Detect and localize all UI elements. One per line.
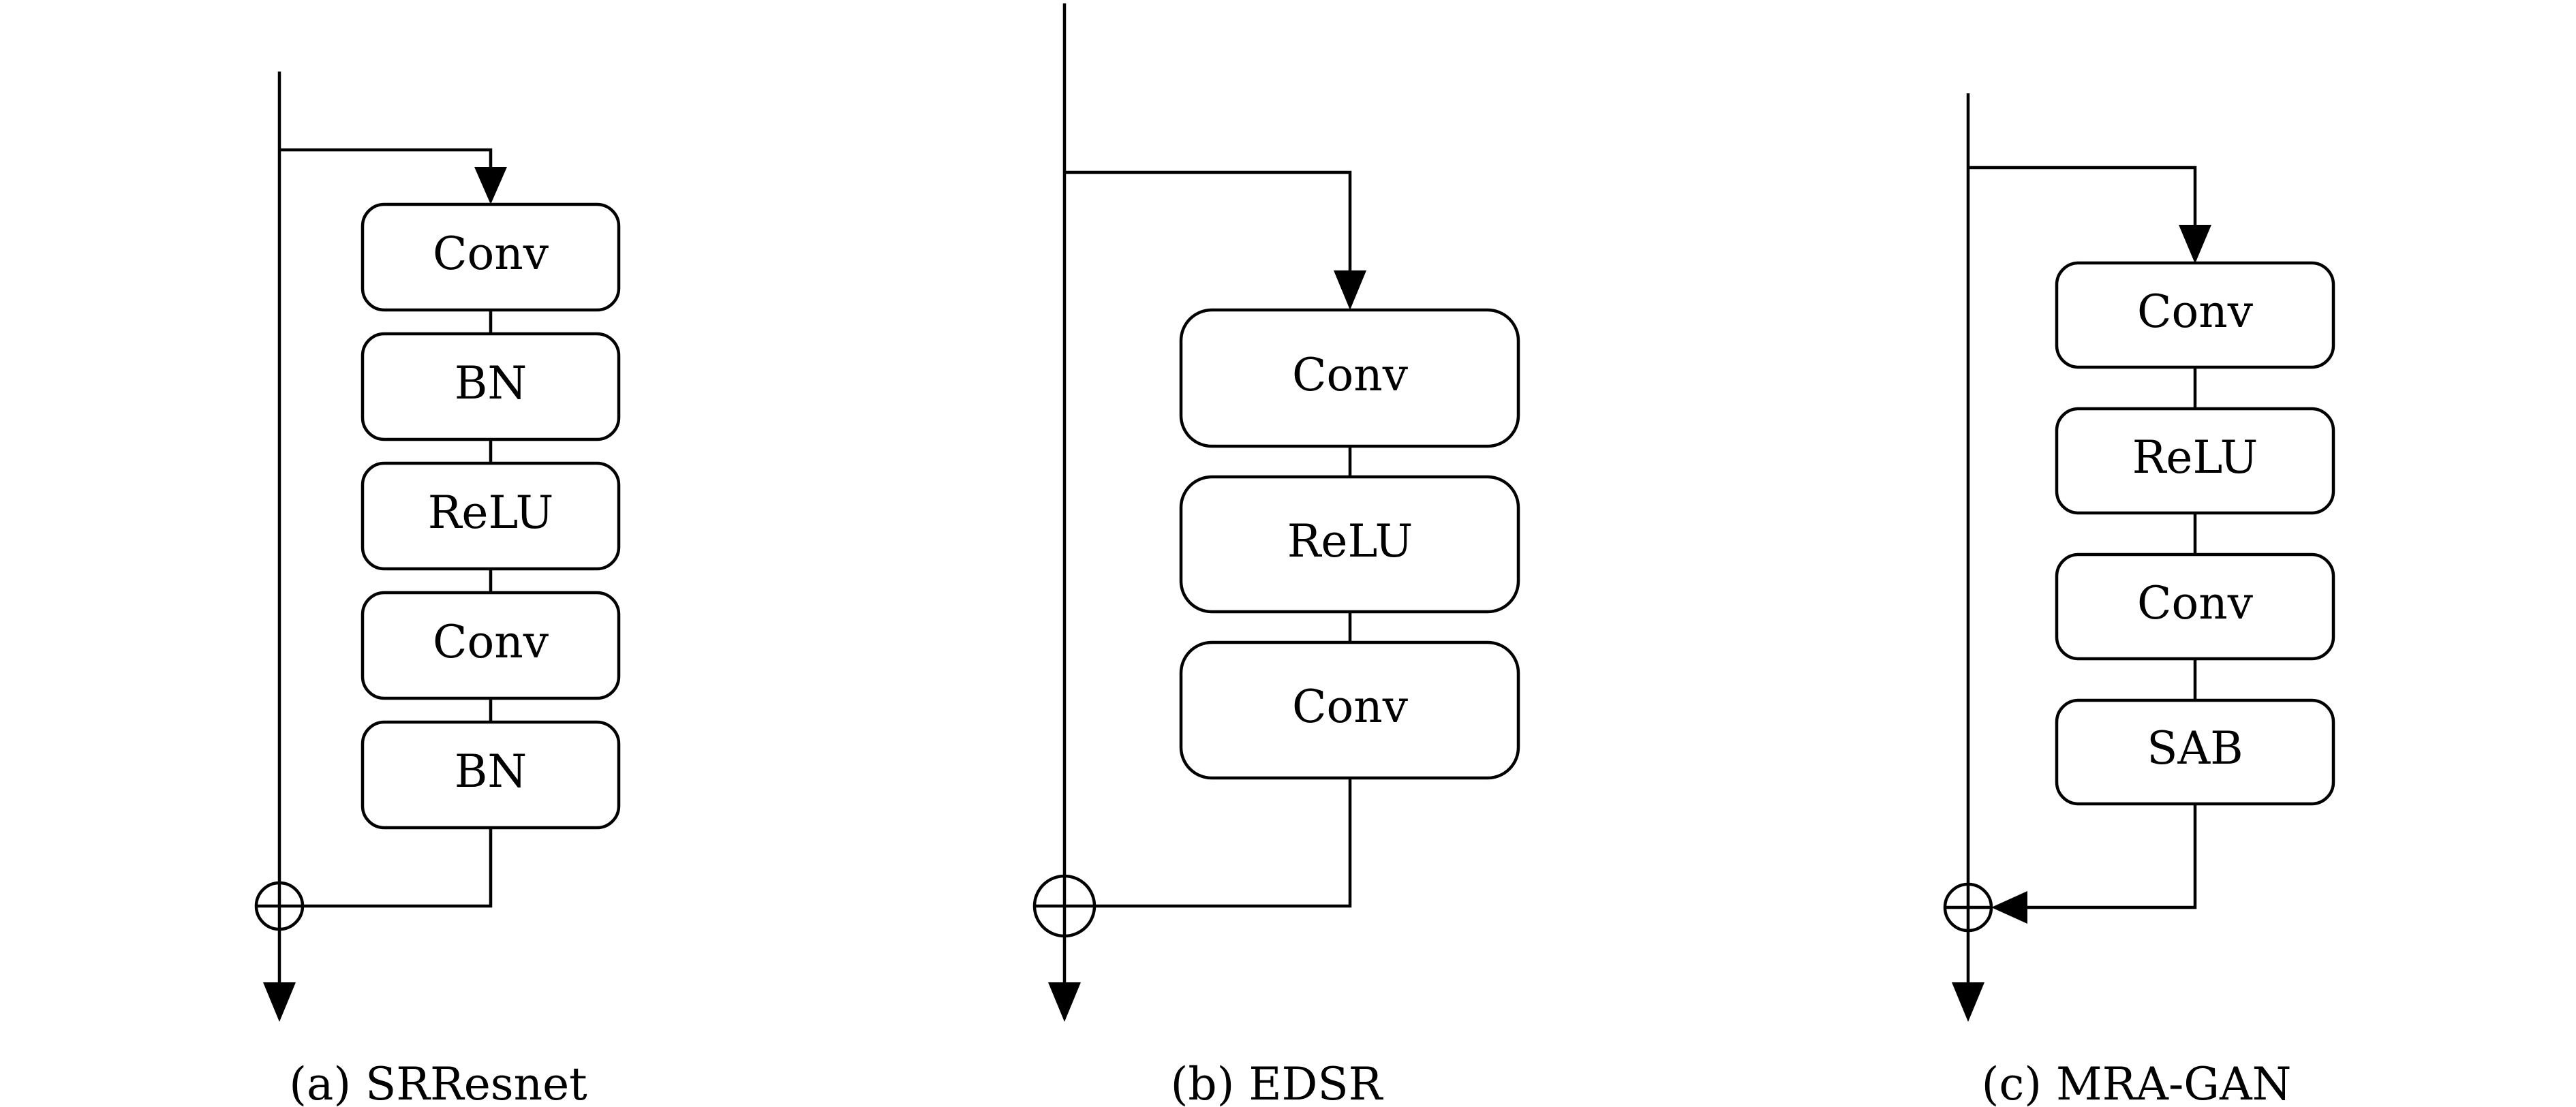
block-label: Conv bbox=[433, 616, 549, 668]
skip-connection-in bbox=[279, 148, 493, 169]
caption-b: (b) EDSR bbox=[1171, 1058, 1384, 1107]
block-relu: ReLU bbox=[2055, 407, 2335, 515]
panel-edsr: Conv ReLU Conv (b) EDSR bbox=[1032, 3, 1520, 1107]
output-arrowhead bbox=[1048, 982, 1081, 1022]
block-conv: Conv bbox=[2055, 261, 2335, 369]
output-arrowhead bbox=[263, 982, 296, 1022]
block-label: ReLU bbox=[2132, 431, 2258, 484]
block-conv: Conv bbox=[361, 591, 621, 700]
block-label: ReLU bbox=[428, 486, 554, 539]
block-conv: Conv bbox=[1179, 640, 1520, 780]
block-label: Conv bbox=[2137, 285, 2254, 338]
skip-connection-out bbox=[1095, 778, 1352, 908]
caption-a: (a) SRResnet bbox=[289, 1058, 587, 1107]
block-label: BN bbox=[455, 745, 527, 798]
block-bn: BN bbox=[361, 332, 621, 441]
block-relu: ReLU bbox=[1179, 475, 1520, 614]
block-label: ReLU bbox=[1287, 515, 1413, 567]
block-bn: BN bbox=[361, 720, 621, 830]
skip-connection-out bbox=[2024, 804, 2197, 909]
block-label: Conv bbox=[2137, 577, 2254, 629]
block-relu: ReLU bbox=[361, 461, 621, 571]
block-label: SAB bbox=[2147, 722, 2243, 775]
panel-mra-gan: Conv ReLU Conv SAB (c) MRA-GAN bbox=[1943, 93, 2335, 1107]
block-label: BN bbox=[455, 357, 527, 409]
block-conv: Conv bbox=[361, 202, 621, 312]
input-arrowhead bbox=[1334, 270, 1366, 310]
output-arrowhead bbox=[1952, 982, 1984, 1022]
block-conv: Conv bbox=[1179, 308, 1520, 448]
sum-node-icon bbox=[1032, 874, 1097, 938]
panel-srresnet: Conv BN ReLU Conv BN (a) SRResnet bbox=[254, 72, 621, 1107]
block-label: Conv bbox=[1292, 681, 1409, 733]
sum-node-icon bbox=[1943, 882, 1993, 933]
caption-c: (c) MRA-GAN bbox=[1982, 1058, 2292, 1107]
skip-connection-in bbox=[1968, 166, 2197, 227]
skip-connection-in bbox=[1064, 170, 1352, 274]
sum-input-arrowhead bbox=[1991, 891, 2027, 924]
input-arrowhead bbox=[2179, 225, 2211, 264]
sum-node-icon bbox=[254, 881, 305, 931]
block-conv: Conv bbox=[2055, 552, 2335, 661]
block-label: Conv bbox=[1292, 349, 1409, 401]
block-label: Conv bbox=[433, 228, 549, 280]
skip-connection-out bbox=[303, 828, 493, 908]
block-sab: SAB bbox=[2055, 698, 2335, 806]
input-arrowhead bbox=[474, 167, 507, 204]
